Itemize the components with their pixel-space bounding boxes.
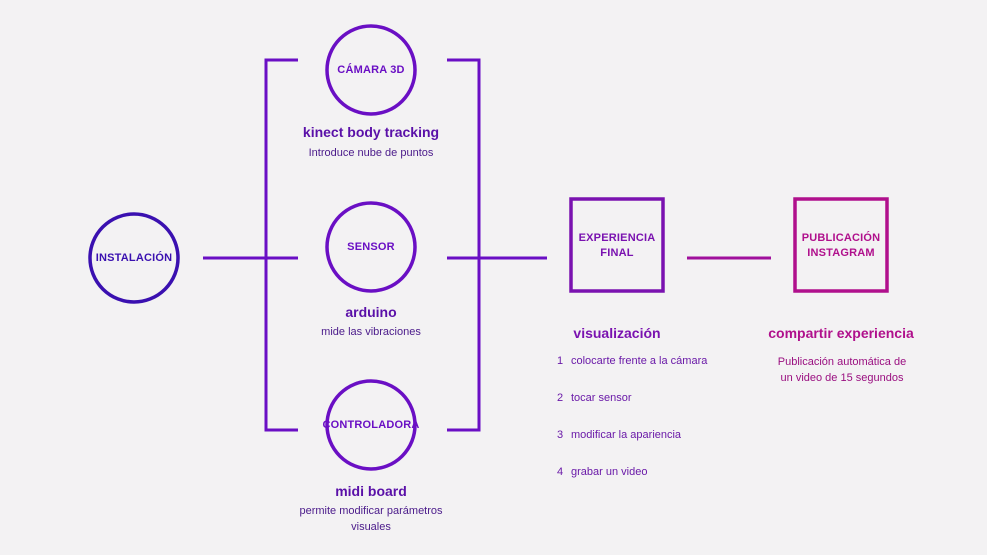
sensor-circle: [325, 201, 417, 293]
instalacion-label: INSTALACIÓN: [95, 251, 173, 264]
compartir-title: compartir experiencia: [768, 325, 914, 341]
right-bracket: [447, 58, 481, 432]
camara-title: kinect body tracking: [302, 124, 440, 140]
controladora-title: midi board: [335, 483, 407, 499]
camara-desc: Introduce nube de puntos: [308, 147, 434, 159]
step-text: modificar la apariencia: [571, 429, 682, 441]
visualizacion-title: visualización: [573, 325, 661, 341]
controladora-circle: [325, 379, 417, 471]
experiencia-square: [569, 197, 665, 293]
publicacion-square: [793, 197, 889, 293]
visualizacion-step: 4 grabar un video: [557, 466, 647, 478]
camara-circle: [325, 24, 417, 116]
step-number: 4: [557, 466, 564, 478]
camara-label: CÁMARA 3D: [337, 63, 405, 76]
step-number: 2: [557, 392, 564, 404]
step-number: 1: [557, 355, 564, 367]
publicacion-label: PUBLICACIÓN INSTAGRAM: [801, 232, 881, 259]
sensor-desc: mide las vibraciones: [321, 326, 421, 338]
controladora-label: CONTROLADORA: [322, 418, 420, 431]
controladora-desc: permite modificar parámetros visuales: [299, 505, 443, 533]
left-bracket: [264, 58, 298, 432]
visualizacion-step: 2 tocar sensor: [557, 392, 632, 404]
experiencia-label: EXPERIENCIA FINAL: [578, 232, 656, 259]
step-number: 3: [557, 429, 564, 441]
sensor-label: SENSOR: [347, 240, 395, 253]
step-text: grabar un video: [571, 466, 648, 478]
instalacion-circle: [88, 212, 180, 304]
step-text: tocar sensor: [571, 392, 632, 404]
visualizacion-step: 3 modificar la apariencia: [557, 429, 681, 441]
step-text: colocarte frente a la cámara: [571, 355, 708, 367]
visualizacion-step: 1 colocarte frente a la cámara: [557, 355, 707, 367]
sensor-title: arduino: [345, 304, 397, 320]
compartir-desc: Publicación automática de un video de 15…: [777, 356, 907, 384]
